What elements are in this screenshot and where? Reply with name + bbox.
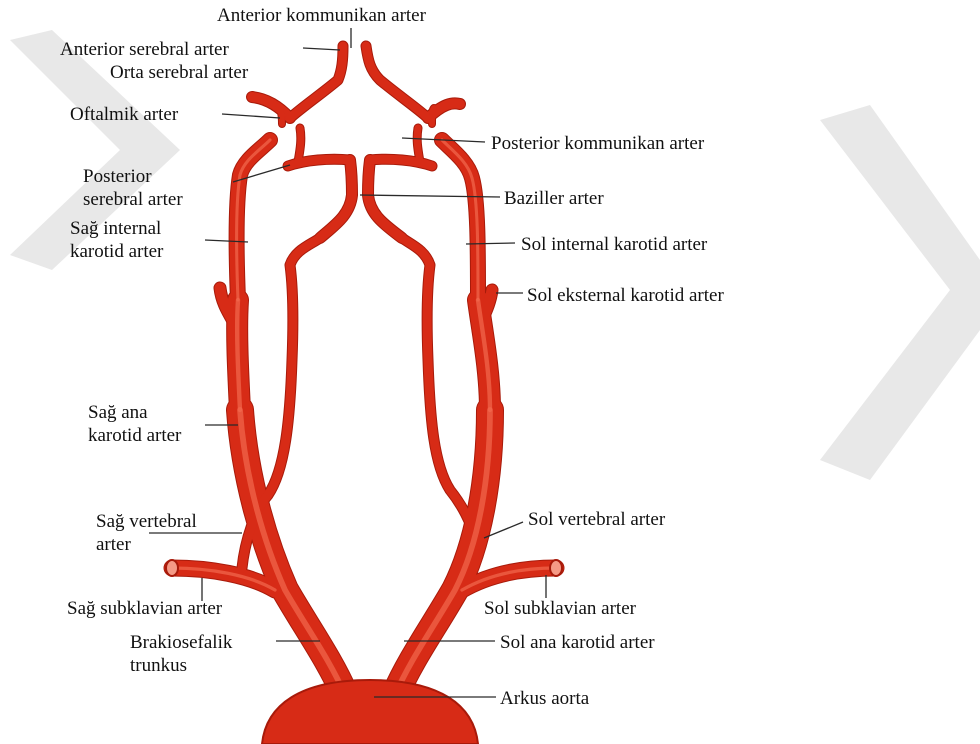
label-arkus: Arkus aorta (500, 688, 590, 709)
label-brakiosefalik-line2: trunkus (130, 655, 187, 676)
left-common-carotid (395, 410, 490, 695)
left-internal-carotid (442, 140, 478, 300)
label-posterior-kommunikan: Posterior kommunikan arter (491, 133, 705, 154)
left-p-comm (417, 128, 420, 162)
label-anterior-kommunikan: Anterior kommunikan arter (217, 5, 427, 26)
label-posterior-serebral-line2: serebral arter (83, 189, 183, 210)
label-sol-internal: Sol internal karotid arter (521, 234, 708, 255)
watermark-chevron-right (820, 105, 980, 480)
label-sol-vertebral: Sol vertebral arter (528, 509, 666, 530)
label-sol-eksternal: Sol eksternal karotid arter (527, 285, 724, 306)
left-vertebral-outline (402, 238, 478, 545)
label-sag-vertebral-line1: Sağ vertebral (96, 511, 197, 532)
basilar-right (368, 160, 402, 238)
right-vertebral (242, 238, 320, 568)
label-anterior-serebral: Anterior serebral arter (60, 39, 229, 60)
label-baziller: Baziller arter (504, 188, 604, 209)
left-ophthalmic (432, 108, 434, 124)
label-sol-subklavian: Sol subklavian arter (484, 598, 637, 619)
aortic-arch (262, 680, 478, 744)
right-p-comm (298, 128, 301, 162)
label-sag-vertebral-line2: arter (96, 534, 131, 555)
right-internal-carotid (237, 140, 270, 300)
label-posterior-serebral-line1: Posterior (83, 166, 152, 187)
label-oftalmik: Oftalmik arter (70, 104, 179, 125)
label-sag-internal-line2: karotid arter (70, 241, 164, 262)
label-sag-ana-line2: karotid arter (88, 425, 182, 446)
left-subclavian-cut-end (550, 560, 562, 576)
labels: Anterior kommunikan arter Anterior sereb… (60, 5, 724, 709)
left-vertebral (402, 238, 478, 545)
label-sag-internal-line1: Sağ internal (70, 218, 161, 239)
label-brakiosefalik-line1: Brakiosefalik (130, 632, 233, 653)
label-sag-ana-line1: Sağ ana (88, 402, 148, 423)
label-orta-serebral: Orta serebral arter (110, 62, 249, 83)
label-sol-ana: Sol ana karotid arter (500, 632, 655, 653)
label-sag-subklavian: Sağ subklavian arter (67, 598, 223, 619)
right-anterior-cerebral (290, 46, 343, 118)
right-subclavian-cut-end (166, 560, 178, 576)
right-common-carotid-highlight (237, 300, 240, 410)
